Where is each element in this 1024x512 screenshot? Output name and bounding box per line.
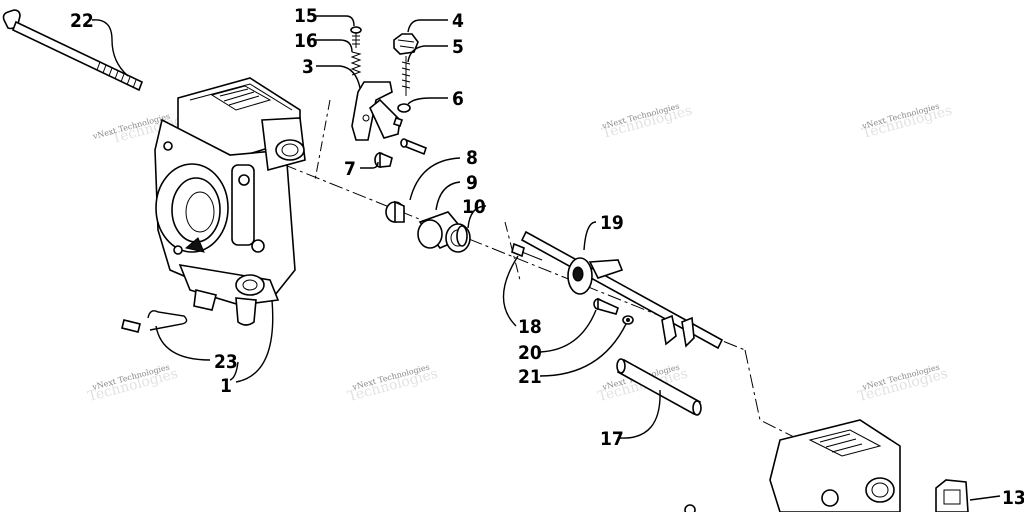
callout-6: 6	[452, 88, 464, 110]
adjuster-knob-part-4	[393, 33, 419, 55]
callout-18: 18	[518, 316, 542, 338]
nut-part-6	[392, 103, 427, 156]
watermark: Technologies vNext Technologies	[856, 363, 950, 406]
callout-9: 9	[466, 172, 478, 194]
watermark: Technologies vNext Technologies	[86, 363, 180, 406]
callout-13: 13	[1002, 487, 1024, 509]
screw-part-20	[593, 297, 619, 315]
leader-lines	[91, 15, 1001, 501]
callout-17: 17	[600, 428, 624, 450]
callout-1: 1	[220, 375, 232, 397]
spring-part-16	[350, 51, 362, 76]
shaft-part-19	[520, 230, 724, 350]
callout-4: 4	[452, 10, 464, 32]
watermark: Technologies vNext Technologies	[600, 102, 694, 142]
washer-part-21	[622, 315, 634, 325]
bracket-part-3	[351, 81, 401, 141]
screw-part-18	[511, 242, 543, 261]
screw-part-5	[401, 56, 411, 96]
watermark: Technologies vNext Technologies	[860, 102, 954, 142]
screw-part-15	[350, 26, 362, 48]
callout-16: 16	[294, 30, 318, 52]
callout-20: 20	[518, 342, 542, 364]
callout-15: 15	[294, 5, 318, 27]
callout-19: 19	[600, 212, 624, 234]
carburetor-body-part-1	[121, 77, 306, 333]
callout-8: 8	[466, 147, 478, 169]
watermark: Technologies vNext Technologies	[346, 363, 440, 406]
callout-3: 3	[302, 56, 314, 78]
callout-21: 21	[518, 366, 542, 388]
assembly-axis	[259, 99, 801, 441]
callout-labels: 22 15 16 3 4 5 6 7 8 9 10 19 18 20 21 17…	[70, 5, 1024, 509]
callout-5: 5	[452, 36, 464, 58]
carburetor-body-second	[684, 419, 969, 512]
callout-22: 22	[70, 10, 94, 32]
o-ring-part-10	[456, 225, 468, 247]
ring-part-8	[385, 200, 405, 223]
callout-10: 10	[462, 196, 486, 218]
callout-23: 23	[214, 351, 238, 373]
tube-part-17	[616, 358, 702, 416]
long-bolt-part-22	[2, 9, 144, 92]
callout-7: 7	[344, 158, 356, 180]
